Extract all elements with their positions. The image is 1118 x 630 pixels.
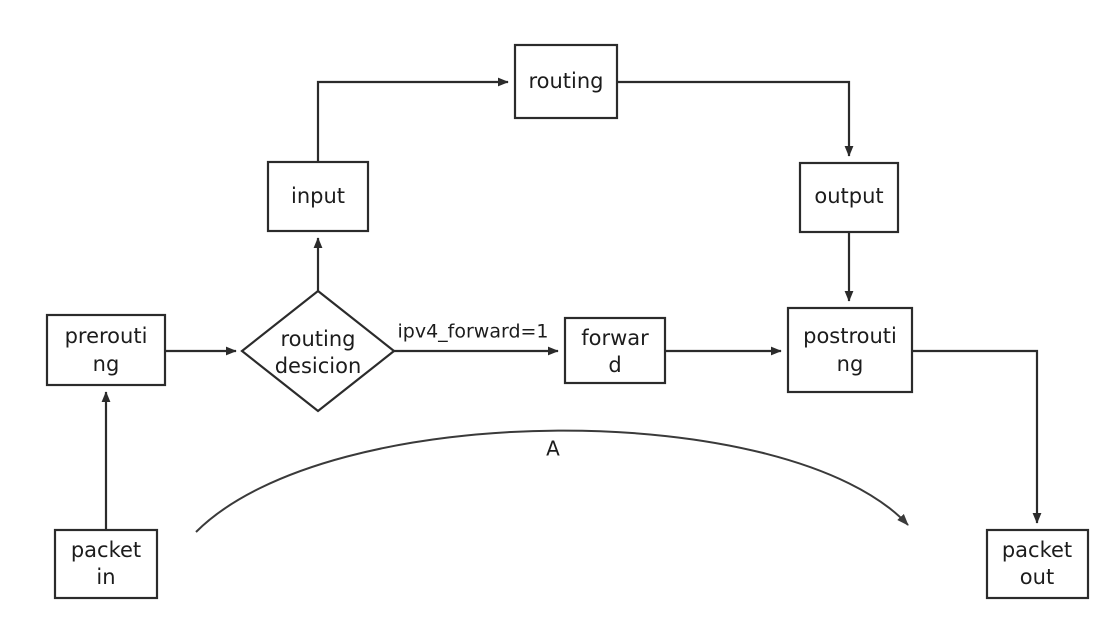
routing-decision-label-line2: desicion [275,354,362,378]
node-output: output [798,161,900,234]
edge-routing-to-output [617,80,854,157]
packet-in-label-line2: in [96,565,115,589]
node-postrouting: postrouti ng [786,306,914,394]
output-box [798,161,900,234]
ipv4-forward-label: ipv4_forward=1 [397,321,548,343]
forward-box [563,316,667,385]
edge-label-ipv4-forward-group: ipv4_forward=1 [392,320,554,344]
edge-input-to-routing [316,77,509,162]
routing-label: routing [528,69,603,93]
packet-out-label-line1: packet [1002,538,1072,562]
input-label: input [291,184,345,208]
prerouting-label-line1: prerouti [65,324,148,348]
edge-curve-a [195,429,909,533]
input-box [266,160,370,233]
packet-out-box [985,528,1090,600]
prerouting-label-line2: ng [93,352,120,376]
packet-out-label-line2: out [1020,565,1054,589]
node-routing-decision: routing desicion [240,289,396,413]
forward-label-line1: forwar [581,326,649,350]
node-forward: forwar d [563,316,667,385]
postrouting-box [786,306,914,394]
prerouting-box [45,313,167,387]
postrouting-label-line1: postrouti [803,324,897,348]
node-prerouting: prerouti ng [45,313,167,387]
edge-postrouting-to-packet-out [912,349,1042,524]
node-input: input [266,160,370,233]
routing-box [513,43,619,120]
output-label: output [814,184,883,208]
packet-in-box [53,528,159,600]
node-routing: routing [513,43,619,120]
node-packet-out: packet out [985,528,1090,600]
routing-decision-diamond [240,289,396,413]
ipv4-forward-label-backdrop [392,320,554,344]
postrouting-label-line2: ng [837,352,864,376]
packet-in-label-line1: packet [71,538,141,562]
routing-decision-label-line1: routing [280,327,355,351]
node-packet-in: packet in [53,528,159,600]
forward-label-line2: d [608,353,621,377]
curve-a-label: A [546,437,560,461]
